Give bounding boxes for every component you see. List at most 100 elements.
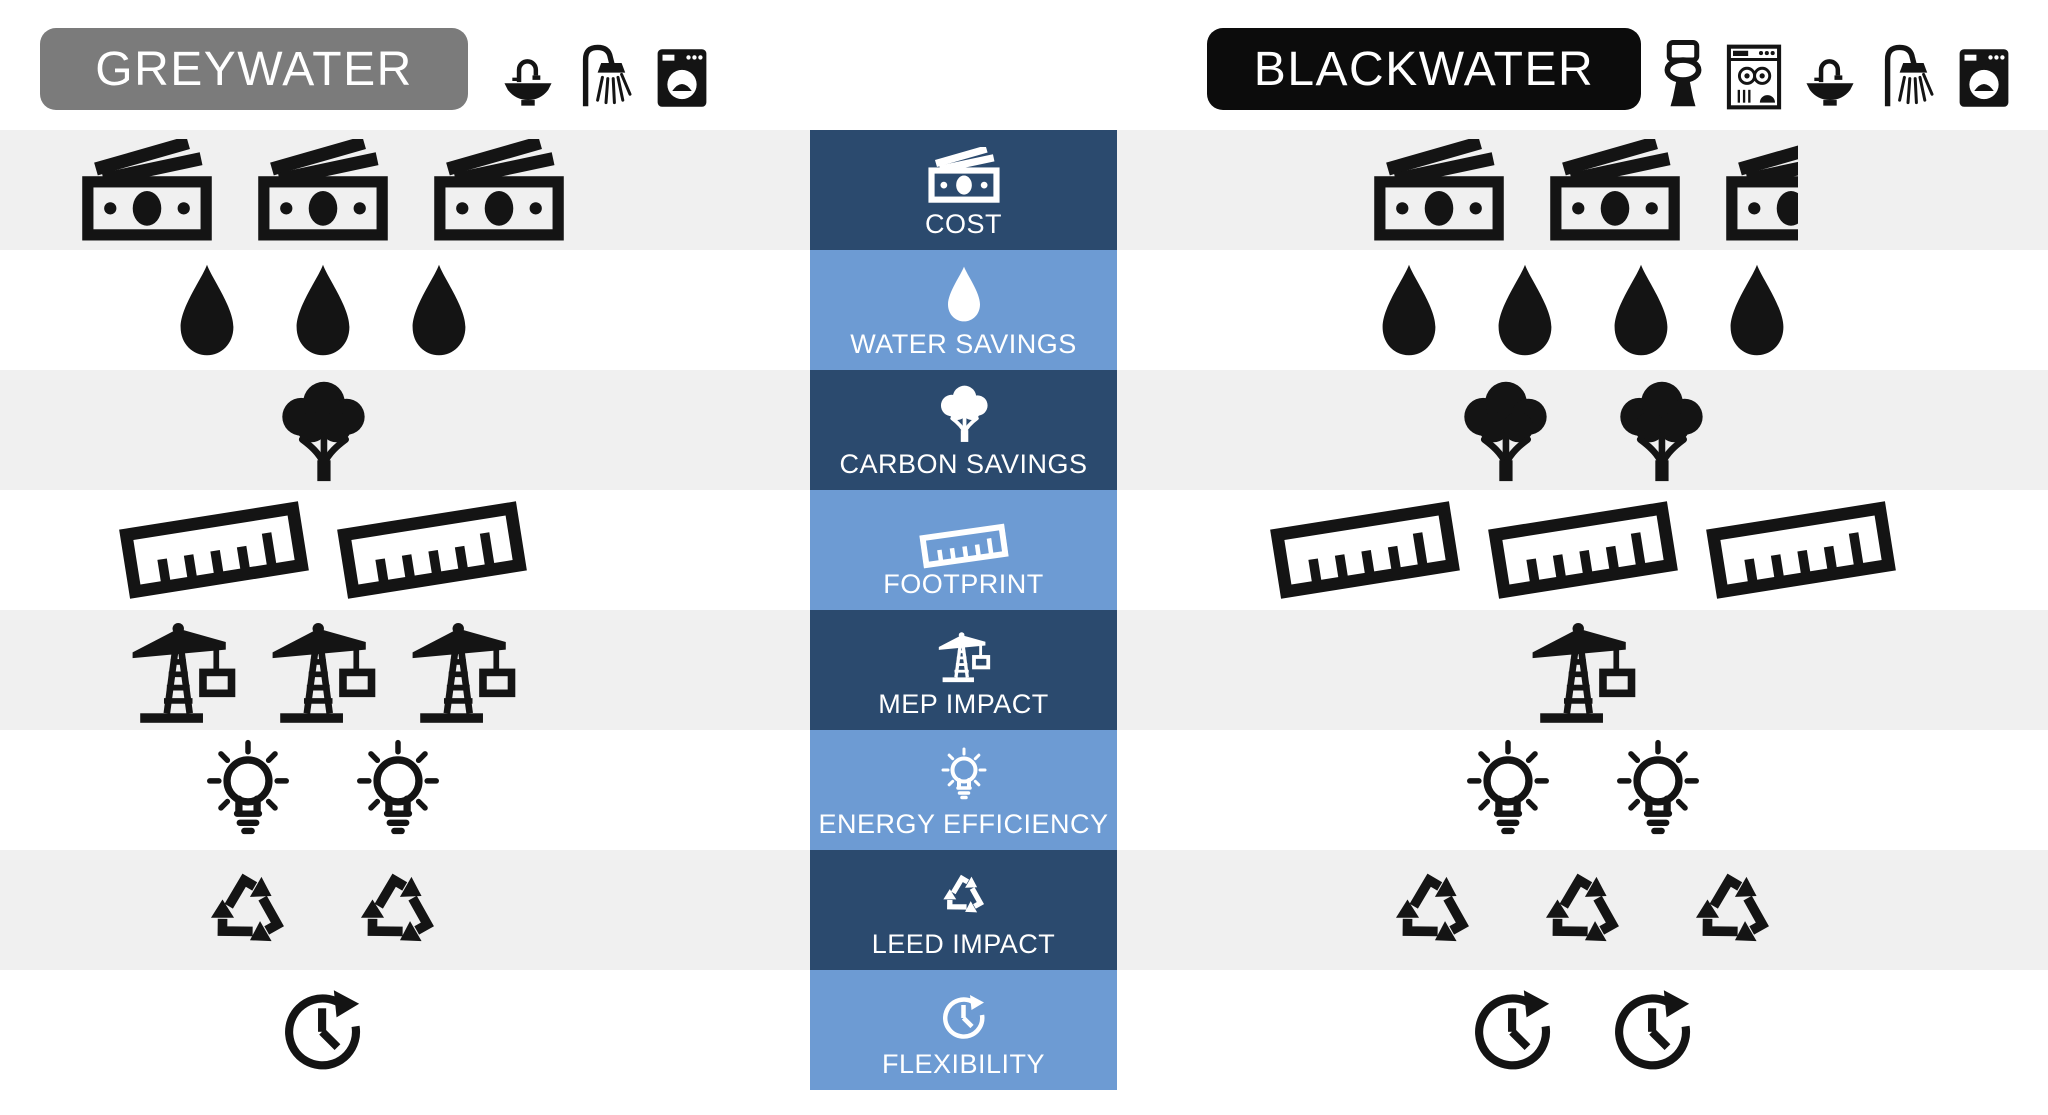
category-label: COST [924, 209, 1002, 239]
recycle-icon [1529, 860, 1637, 960]
row-mep-impact: MEP IMPACT [0, 610, 2048, 730]
greywater-fixture-icons [500, 30, 708, 110]
greywater-badge: GREYWATER [40, 28, 468, 110]
row-energy-efficiency: ENERGY EFFICIENCY [0, 730, 2048, 850]
money-icon [925, 147, 1003, 203]
blackwater-rating-footprint [1117, 490, 2048, 610]
crane-icon [125, 617, 241, 724]
toilet-icon [1660, 40, 1706, 110]
money-icon [252, 139, 394, 241]
clock-icon [1466, 983, 1560, 1077]
category-band-energy-efficiency: ENERGY EFFICIENCY [810, 730, 1117, 850]
recycle-icon [934, 867, 994, 923]
ruler-icon [1705, 500, 1896, 600]
drop-icon [1608, 261, 1674, 359]
row-flexibility: FLEXIBILITY [0, 970, 2048, 1090]
shower-icon [1878, 40, 1938, 110]
clock-icon [938, 991, 990, 1043]
greywater-rating-water-savings [0, 250, 645, 370]
crane-icon [405, 617, 521, 724]
blackwater-rating-cost [1117, 130, 2048, 250]
greywater-rating-cost [0, 130, 645, 250]
blackwater-rating-mep-impact [1117, 610, 2048, 730]
row-leed-impact: LEED IMPACT [0, 850, 2048, 970]
blackwater-rating-energy-efficiency [1117, 730, 2048, 850]
blackwater-badge: BLACKWATER [1207, 28, 1641, 110]
crane-icon [265, 617, 381, 724]
tree-icon [270, 377, 376, 483]
ruler-icon [1269, 500, 1460, 600]
bulb-icon [197, 739, 299, 841]
money-icon [428, 139, 570, 241]
category-band-water-savings: WATER SAVINGS [810, 250, 1117, 370]
washing-machine-icon [1958, 46, 2010, 110]
clock-icon [276, 983, 370, 1077]
row-carbon-savings: CARBON SAVINGS [0, 370, 2048, 490]
ruler-icon [1487, 500, 1678, 600]
bulb-icon [1457, 739, 1559, 841]
recycle-icon [1379, 860, 1487, 960]
blackwater-rating-leed-impact [1117, 850, 2048, 970]
recycle-icon [1679, 860, 1787, 960]
crane-icon [1525, 617, 1641, 724]
ruler-icon [336, 500, 527, 600]
bulb-icon [347, 739, 449, 841]
money-icon [76, 139, 218, 241]
greywater-label: GREYWATER [95, 42, 413, 96]
category-label: ENERGY EFFICIENCY [818, 809, 1109, 839]
drop-icon [174, 261, 240, 359]
category-band-mep-impact: MEP IMPACT [810, 610, 1117, 730]
money-icon [1544, 139, 1686, 241]
greywater-rating-energy-efficiency [0, 730, 645, 850]
ruler-icon [918, 523, 1009, 569]
sink-icon [1802, 52, 1858, 110]
recycle-icon [194, 860, 302, 960]
money-icon [1368, 139, 1510, 241]
category-band-leed-impact: LEED IMPACT [810, 850, 1117, 970]
money-icon-half [1720, 139, 1798, 241]
tree-icon [1608, 377, 1714, 483]
category-label: FOOTPRINT [883, 569, 1044, 599]
category-band-flexibility: FLEXIBILITY [810, 970, 1117, 1090]
recycle-icon [344, 860, 452, 960]
category-band-carbon-savings: CARBON SAVINGS [810, 370, 1117, 490]
category-label: FLEXIBILITY [881, 1049, 1046, 1079]
row-cost: COST [0, 130, 2048, 250]
clock-icon [1606, 983, 1700, 1077]
greywater-rating-leed-impact [0, 850, 645, 970]
category-label: WATER SAVINGS [850, 329, 1077, 359]
ruler-icon [118, 500, 309, 600]
drop-icon [944, 265, 984, 323]
blackwater-label: BLACKWATER [1253, 42, 1595, 96]
drop-icon [1492, 261, 1558, 359]
greywater-rating-mep-impact [0, 610, 645, 730]
category-label: LEED IMPACT [871, 929, 1056, 959]
dishwasher-icon [1726, 44, 1782, 110]
crane-icon [935, 629, 993, 683]
greywater-rating-carbon-savings [0, 370, 645, 490]
money-icon [1720, 139, 1798, 241]
tree-icon [1452, 377, 1558, 483]
washing-machine-icon [656, 46, 708, 110]
drop-icon [1376, 261, 1442, 359]
shower-icon [576, 40, 636, 110]
blackwater-fixture-icons [1660, 30, 2010, 110]
tree-icon [934, 383, 994, 443]
blackwater-rating-flexibility [1117, 970, 2048, 1090]
row-footprint: FOOTPRINT [0, 490, 2048, 610]
drop-icon [1724, 261, 1790, 359]
bulb-icon [1607, 739, 1709, 841]
blackwater-rating-water-savings [1117, 250, 2048, 370]
sink-icon [500, 52, 556, 110]
drop-icon [290, 261, 356, 359]
greywater-rating-flexibility [0, 970, 645, 1090]
drop-icon [406, 261, 472, 359]
category-band-footprint: FOOTPRINT [810, 490, 1117, 610]
category-band-cost: COST [810, 130, 1117, 250]
blackwater-rating-carbon-savings [1117, 370, 2048, 490]
category-label: CARBON SAVINGS [839, 449, 1088, 479]
row-water-savings: WATER SAVINGS [0, 250, 2048, 370]
greywater-rating-footprint [0, 490, 645, 610]
category-label: MEP IMPACT [878, 689, 1049, 719]
